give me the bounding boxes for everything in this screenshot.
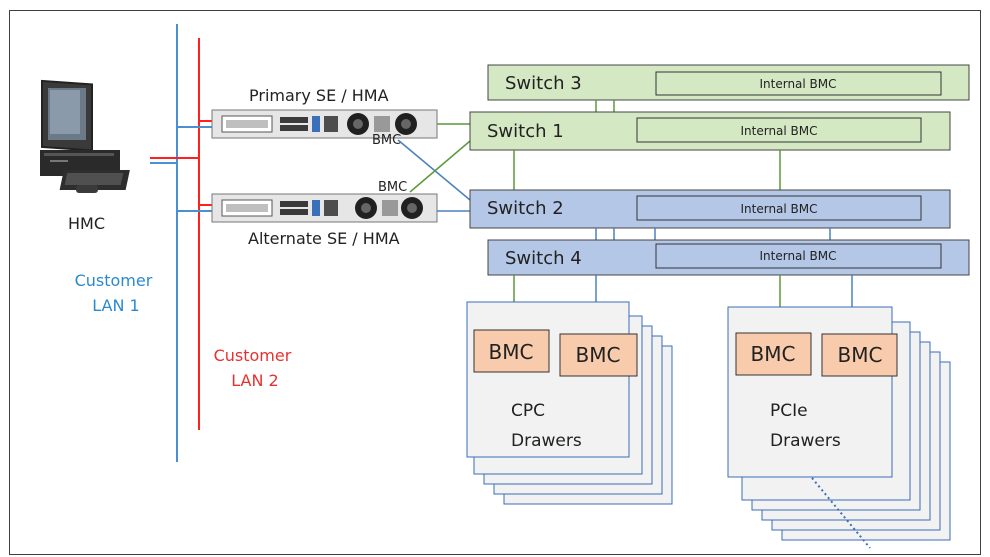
pcie-continuation-dots xyxy=(811,477,871,549)
alternate-se-label: Alternate SE / HMA xyxy=(248,229,400,248)
cpc-bmc-2: BMC xyxy=(559,333,638,377)
hmc-computer-icon xyxy=(40,79,130,193)
svg-text:Switch 4: Switch 4 xyxy=(505,248,582,269)
svg-text:BMC: BMC xyxy=(576,343,621,367)
svg-text:Internal BMC: Internal BMC xyxy=(740,202,817,216)
primary-switch2-link xyxy=(397,139,471,201)
primary-bmc-label: BMC xyxy=(372,133,401,148)
alternate-bmc-label: BMC xyxy=(378,180,407,195)
customer-lan2-label: Customer LAN 2 xyxy=(214,346,297,390)
customer-lan1-label: Customer LAN 1 xyxy=(75,271,158,315)
svg-text:BMC: BMC xyxy=(751,342,796,366)
primary-se-server xyxy=(211,109,438,139)
pcie-drawers-label: PCIe Drawers xyxy=(770,401,841,451)
switch-4: Switch 4 Internal BMC xyxy=(487,239,970,276)
cpc-bmc-1: BMC xyxy=(473,329,550,373)
svg-text:Switch 3: Switch 3 xyxy=(505,73,582,94)
svg-text:BMC: BMC xyxy=(489,340,534,364)
switch-2: Switch 2 Internal BMC xyxy=(469,189,951,229)
switch-3: Switch 3 Internal BMC xyxy=(487,64,970,101)
svg-text:BMC: BMC xyxy=(838,343,883,367)
cpc-drawers-label: CPC Drawers xyxy=(511,401,582,451)
svg-text:Internal BMC: Internal BMC xyxy=(740,124,817,138)
pcie-bmc-1: BMC xyxy=(735,332,812,376)
svg-text:Switch 2: Switch 2 xyxy=(487,198,564,219)
svg-text:Internal BMC: Internal BMC xyxy=(759,77,836,91)
hmc-label: HMC xyxy=(68,214,105,233)
alternate-se-server xyxy=(211,193,438,223)
svg-text:Switch 1: Switch 1 xyxy=(487,121,564,142)
alternate-switch1-link xyxy=(409,140,471,193)
diagram-frame xyxy=(9,10,981,555)
primary-se-label: Primary SE / HMA xyxy=(249,86,389,105)
pcie-bmc-2: BMC xyxy=(821,333,898,377)
switch-1: Switch 1 Internal BMC xyxy=(469,111,951,151)
svg-text:Internal BMC: Internal BMC xyxy=(759,249,836,263)
